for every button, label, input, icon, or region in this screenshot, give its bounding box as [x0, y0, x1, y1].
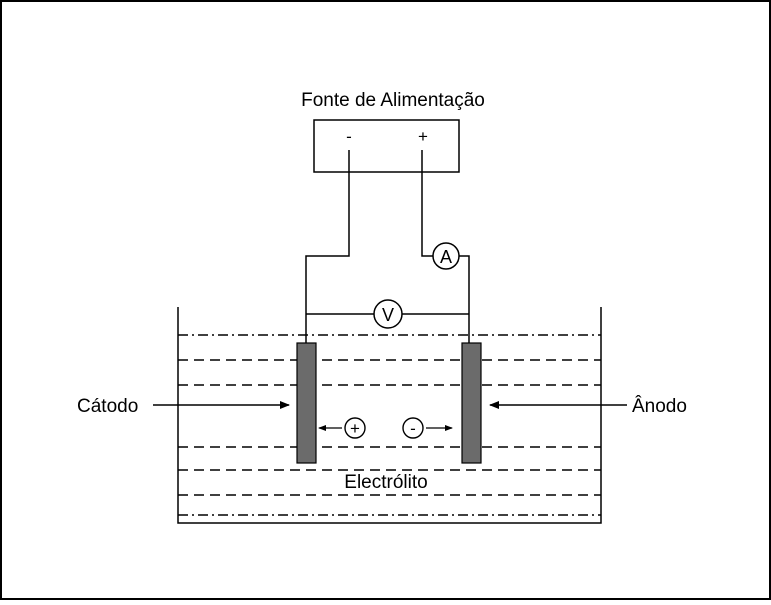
anode-label: Ânodo [632, 395, 687, 417]
electrolytic-tank [177, 307, 602, 524]
ammeter-label: A [440, 247, 452, 267]
negative-terminal-sign: - [346, 127, 352, 146]
power-supply-title: Fonte de Alimentação [301, 90, 485, 111]
negative-wire [305, 150, 350, 343]
ammeter-circle [432, 242, 460, 270]
positive-wire [421, 150, 433, 257]
anion-circle [402, 417, 424, 439]
cathode-label: Cátodo [77, 396, 138, 417]
positive-terminal-sign: + [418, 127, 428, 146]
positive-wire-after-ammeter [459, 255, 470, 343]
voltmeter-circle [373, 299, 403, 329]
cation-sign: + [350, 419, 360, 438]
anion-sign: - [410, 419, 416, 438]
anode-electrode [461, 342, 482, 464]
voltmeter-label: V [382, 305, 394, 325]
electrolyte-label: Electrólito [344, 472, 427, 493]
cathode-electrode [296, 342, 317, 464]
cation-circle [344, 417, 366, 439]
power-supply-box [313, 119, 460, 173]
